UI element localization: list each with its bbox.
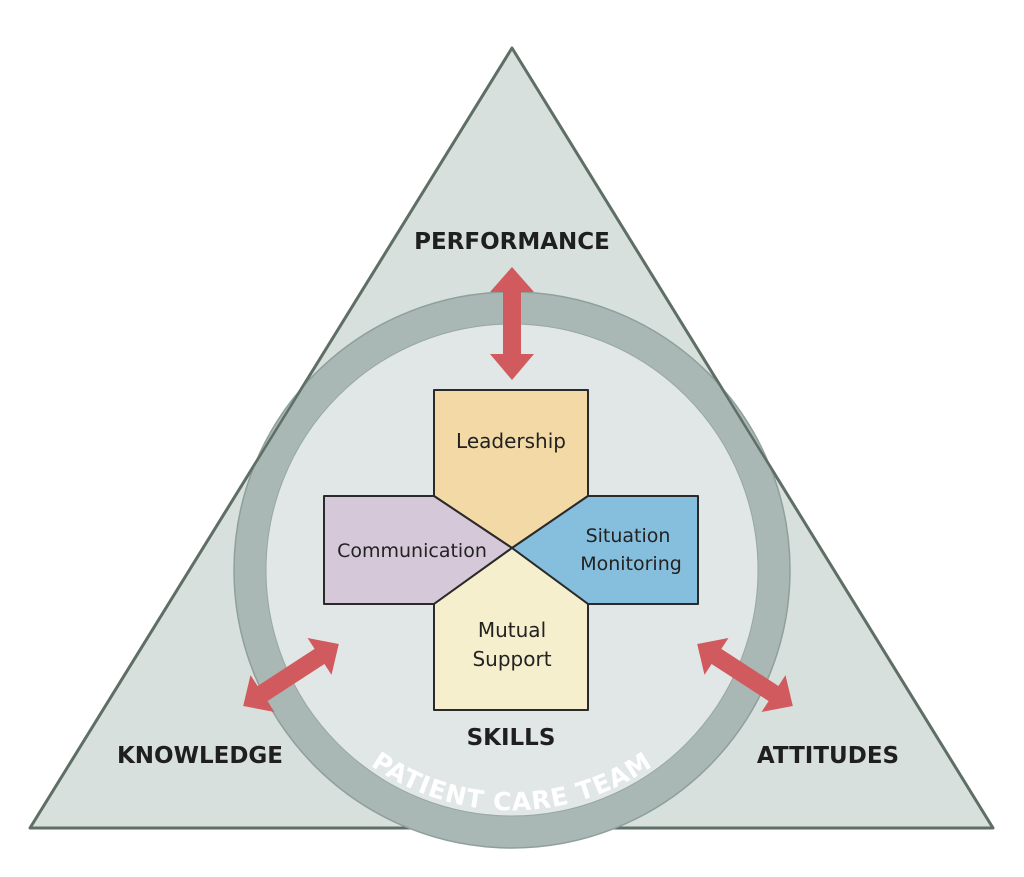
mutual-support-label-line1: Mutual <box>478 618 546 642</box>
performance-label: PERFORMANCE <box>414 229 610 255</box>
knowledge-arrow <box>243 638 339 712</box>
leadership-label: Leadership <box>456 429 566 453</box>
performance-arrow <box>490 267 534 380</box>
attitudes-label: ATTITUDES <box>757 743 899 769</box>
communication-label: Communication <box>337 540 487 562</box>
attitudes-arrow <box>697 638 793 712</box>
knowledge-label: KNOWLEDGE <box>117 743 283 769</box>
triangle-right-edge <box>510 47 995 829</box>
mutual-support-block <box>433 547 589 711</box>
triangle-left-edge <box>28 47 514 829</box>
situation-monitoring-block <box>511 495 699 605</box>
skills-label: SKILLS <box>467 725 556 751</box>
situation-monitoring-label-line1: Situation <box>586 525 671 547</box>
situation-monitoring-label-line2: Monitoring <box>580 553 682 575</box>
mutual-support-label-line2: Support <box>472 647 551 671</box>
